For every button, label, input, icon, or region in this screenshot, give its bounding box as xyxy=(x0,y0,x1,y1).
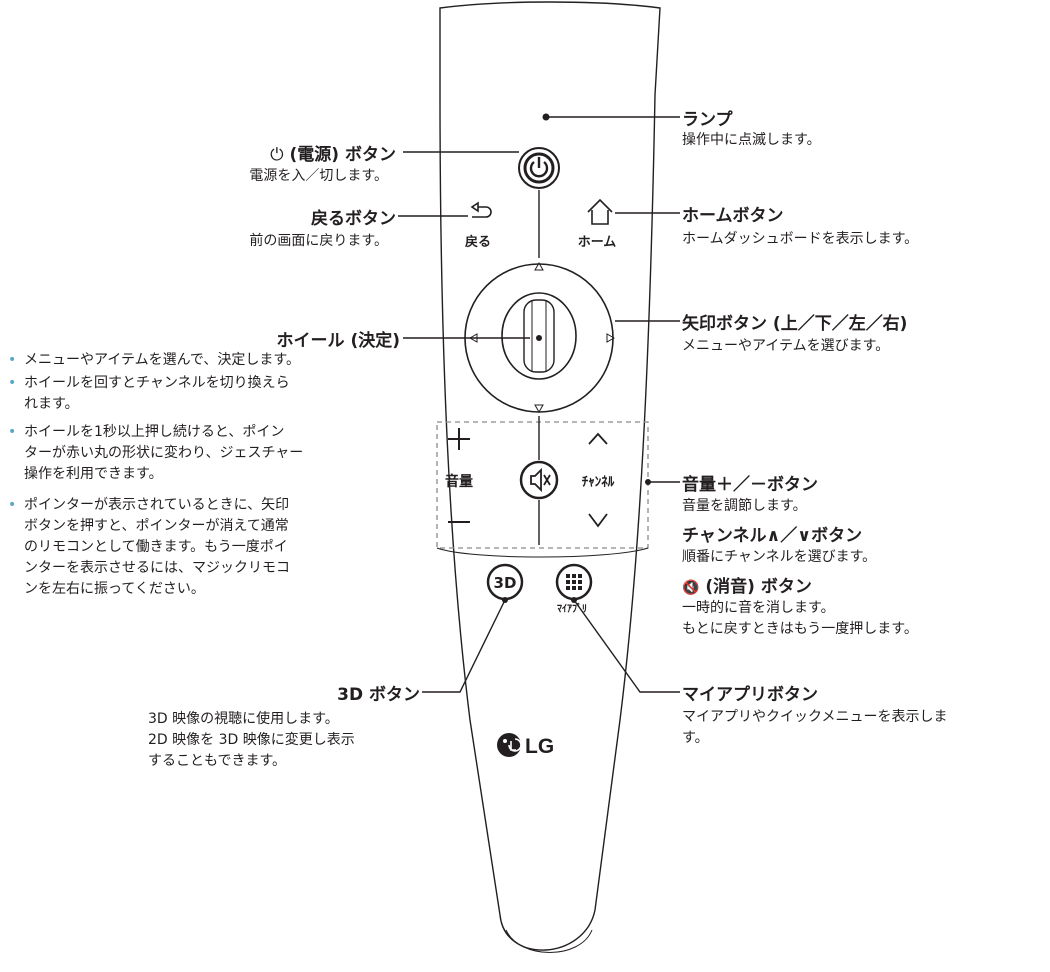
back-button[interactable]: 戻る xyxy=(464,201,492,250)
power-button[interactable] xyxy=(518,147,560,189)
home-title: ホームボタン xyxy=(682,206,784,226)
grid-icon xyxy=(566,574,582,590)
3d-button[interactable]: 3D xyxy=(486,563,524,601)
lamp-dot xyxy=(542,113,550,121)
back-title: 戻るボタン xyxy=(311,209,396,229)
power-desc: 電源を入／切します。 xyxy=(249,168,388,184)
arrow-down-icon[interactable] xyxy=(534,404,544,414)
wheel-bullet-4: •ポインターが表示されているときに、矢印 ボタンを押すと、ポインターが消えて通常… xyxy=(8,497,290,597)
mute-desc-1: 一時的に音を消します。 xyxy=(682,600,835,616)
mute-glyph-icon: 🔇 xyxy=(682,580,700,596)
myapps-button[interactable]: ﾏｲｱﾌﾟﾘ xyxy=(555,563,593,615)
channel-label: ﾁｬﾝﾈﾙ xyxy=(582,475,615,490)
myapps-leader-dot xyxy=(571,597,577,603)
arrow-title: 矢印ボタン (上／下／左／右) xyxy=(682,314,908,334)
lamp-desc: 操作中に点滅します。 xyxy=(682,132,821,148)
3d-title: 3D ボタン xyxy=(337,685,420,705)
myapps-title: マイアプリボタン xyxy=(682,685,818,705)
arrow-right-icon[interactable] xyxy=(606,333,616,343)
channel-title: チャンネル∧／∨ボタン xyxy=(682,526,863,546)
power-title-text: (電源) ボタン xyxy=(289,145,396,165)
mute-title: 🔇 (消音) ボタン xyxy=(682,572,812,597)
bullet-icon: • xyxy=(8,352,17,368)
power-glyph-icon: ⏻ xyxy=(270,145,284,165)
myapps-button-label: ﾏｲｱﾌﾟﾘ xyxy=(557,602,587,615)
back-button-label: 戻る xyxy=(464,234,491,250)
arrow-desc: メニューやアイテムを選びます。 xyxy=(682,338,890,354)
3d-button-label: 3D xyxy=(494,574,517,592)
home-button[interactable]: ホーム xyxy=(578,198,617,250)
leader-lines xyxy=(398,116,680,693)
lg-logo: LG xyxy=(497,733,554,758)
mute-icon xyxy=(530,467,551,493)
power-icon xyxy=(529,161,549,178)
volume-plus-icon[interactable] xyxy=(448,428,470,450)
wheel-bullet-2: •ホイールを回すとチャンネルを切り換えら れます。 xyxy=(8,375,290,412)
home-desc: ホームダッシュボードを表示します。 xyxy=(682,231,919,247)
volume-title: 音量＋／－ボタン xyxy=(682,475,818,495)
mute-button[interactable] xyxy=(519,460,559,500)
volume-channel-dot xyxy=(645,479,651,485)
channel-up-icon[interactable] xyxy=(588,432,608,445)
myapps-desc: マイアプリやクイックメニューを表示しま す。 xyxy=(682,709,948,746)
lamp-title: ランプ xyxy=(682,110,733,130)
back-arrow-icon xyxy=(470,201,492,218)
bullet-icon: • xyxy=(8,424,17,440)
3d-leader-dot xyxy=(502,597,508,603)
wheel-bullet-1: •メニューやアイテムを選んで、決定します。 xyxy=(8,350,388,371)
power-title: ⏻ (電源) ボタン xyxy=(270,140,396,165)
volume-label: 音量 xyxy=(445,473,473,490)
remote-divider-curve xyxy=(436,547,649,558)
mute-title-text: (消音) ボタン xyxy=(705,577,812,597)
mute-leader-dot xyxy=(536,335,542,341)
arrow-up-icon[interactable] xyxy=(534,261,544,271)
bullet-icon: • xyxy=(8,497,17,513)
volume-desc: 音量を調節します。 xyxy=(682,498,807,514)
home-button-label: ホーム xyxy=(578,235,617,250)
lg-logo-text: LG xyxy=(525,735,554,758)
home-icon xyxy=(587,198,613,225)
channel-desc: 順番にチャンネルを選びます。 xyxy=(682,549,877,565)
channel-down-icon[interactable] xyxy=(588,513,608,528)
bullet-icon: • xyxy=(8,375,17,391)
wheel-bullet-3: •ホイールを1秒以上押し続けると、ポイン ターが赤い丸の形状に変わり、ジェスチャ… xyxy=(8,424,304,482)
wheel-title: ホイール (決定) xyxy=(276,331,400,351)
remote-bottom-edge xyxy=(505,929,593,953)
3d-desc: 3D 映像の視聴に使用します。 2D 映像を 3D 映像に変更し表示 することも… xyxy=(148,711,355,769)
back-desc: 前の画面に戻ります。 xyxy=(249,233,388,249)
mute-desc-2: もとに戻すときはもう一度押します。 xyxy=(682,621,918,637)
